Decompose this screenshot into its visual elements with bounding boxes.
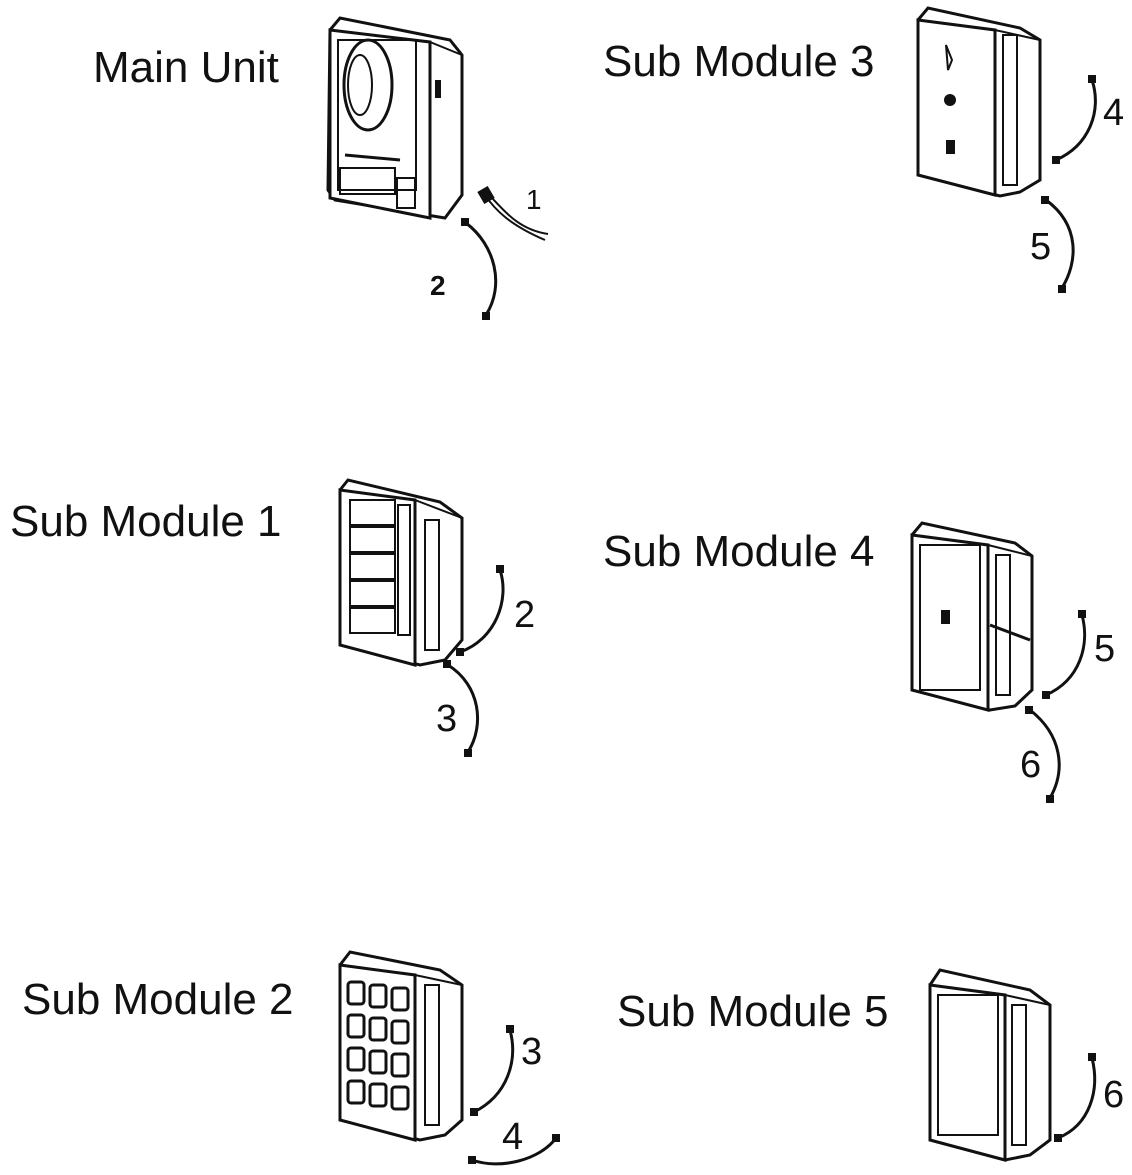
sub1-cable-2-number: 2 — [514, 594, 536, 636]
sub-module-1-cables — [443, 565, 505, 757]
sub1-cable-3-number: 3 — [436, 698, 458, 740]
sub3-cable-5-number: 5 — [1030, 226, 1052, 268]
sub4-cable-6-number: 6 — [1020, 744, 1042, 786]
sub-module-5-cables — [1054, 1053, 1097, 1142]
sub-module-4-cables — [1025, 610, 1087, 803]
sub-module-1-label: Sub Module 1 — [10, 497, 282, 546]
sub2-cable-4-number: 4 — [502, 1116, 524, 1158]
main-unit-label: Main Unit — [93, 43, 279, 92]
sub2-cable-3-number: 3 — [521, 1031, 543, 1073]
sub-module-1-device — [338, 478, 464, 667]
sub4-cable-5-number: 5 — [1094, 628, 1116, 670]
sub-module-2-device — [338, 950, 464, 1142]
main-cable-2-number: 2 — [430, 270, 446, 301]
main-cable-1-number: 1 — [526, 184, 542, 215]
sub-module-4-device — [910, 521, 1034, 712]
sub3-cable-4-number: 4 — [1103, 92, 1125, 134]
sub-module-4-label: Sub Module 4 — [603, 527, 875, 576]
camera-lens-icon — [342, 38, 394, 132]
main-unit-device — [326, 16, 464, 220]
main-unit-cables — [461, 185, 549, 320]
sub5-cable-6-number: 6 — [1103, 1074, 1125, 1116]
sub-module-3-cables — [1041, 75, 1097, 293]
keypad-icon — [346, 980, 410, 1111]
sub-module-2-cables — [468, 1025, 560, 1166]
sub-module-5-device — [928, 968, 1052, 1162]
sub-module-5-label: Sub Module 5 — [617, 987, 889, 1036]
sub-module-2-label: Sub Module 2 — [22, 975, 294, 1024]
sub-module-3-device — [916, 6, 1042, 198]
sub-module-3-label: Sub Module 3 — [603, 37, 875, 86]
